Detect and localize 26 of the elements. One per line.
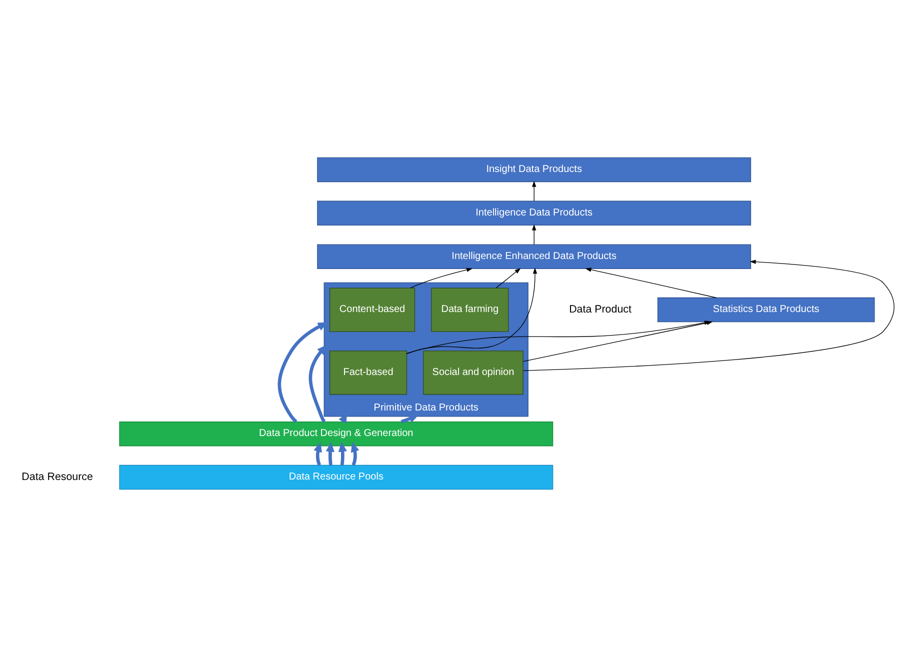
label: Data Resource [22, 470, 93, 483]
node-box: Intelligence Data Products [317, 200, 752, 226]
arrow [350, 442, 360, 466]
node-box: Social and opinion [423, 350, 524, 395]
arrow [496, 268, 521, 288]
arrow [410, 268, 473, 288]
arrow [400, 414, 419, 424]
node-box: Statistics Data Products [657, 297, 875, 322]
arrow [585, 268, 717, 298]
node-box: Data Product Design & Generation [119, 421, 554, 446]
node-box: Data Resource Pools [119, 464, 554, 490]
node-box: Intelligence Enhanced Data Products [317, 244, 752, 269]
arrow [338, 442, 347, 466]
arrow [532, 180, 536, 202]
node-box: Content-based [329, 288, 416, 332]
arrow [278, 322, 328, 423]
node-box: Data farming [431, 288, 509, 332]
arrow [532, 224, 536, 245]
node-box: Insight Data Products [317, 157, 752, 182]
arrow [406, 268, 538, 354]
arrow [314, 442, 322, 466]
arrow [326, 442, 334, 466]
node-box: Fact-based [329, 350, 408, 395]
label: Data Product [569, 303, 632, 316]
arrow [522, 260, 894, 372]
arrow [308, 344, 327, 423]
